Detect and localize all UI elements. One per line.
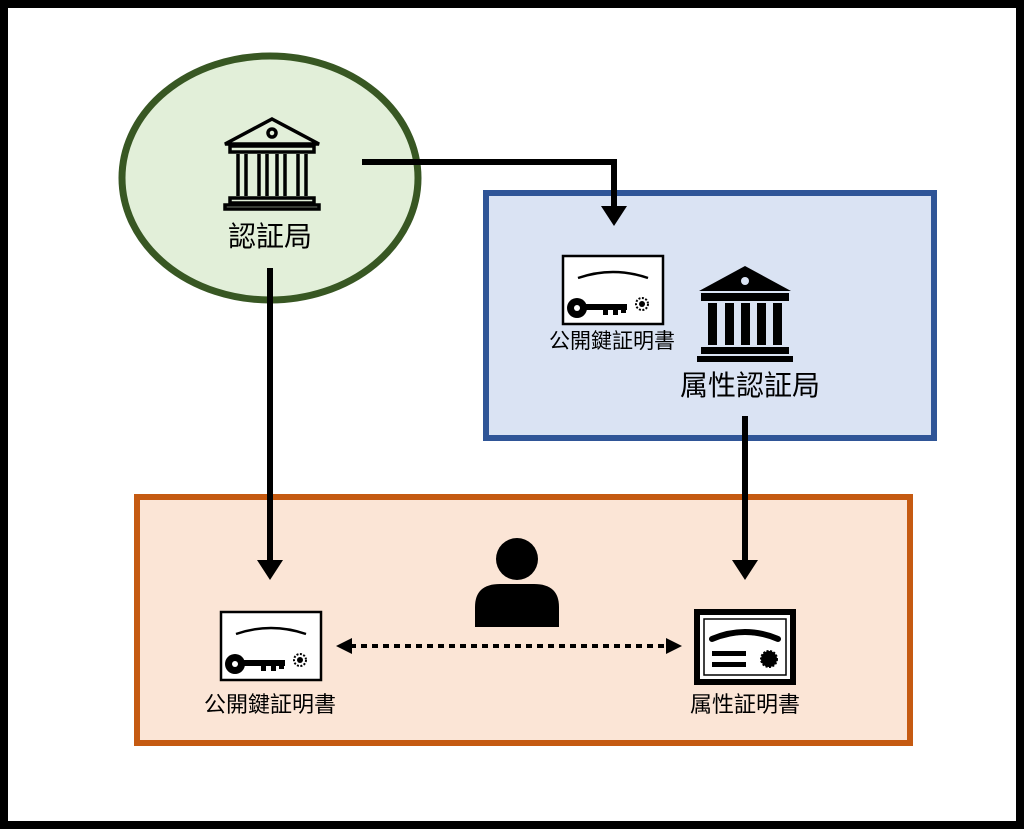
public-key-certificate-icon	[219, 610, 323, 682]
public-key-certificate-icon	[561, 254, 665, 326]
ca-to-aa-arrow	[362, 159, 627, 226]
person-icon	[475, 538, 559, 627]
certificate-authority-label: 認証局	[227, 220, 313, 253]
bank-building-icon	[223, 117, 321, 211]
bank-building-icon	[697, 266, 793, 362]
user-public-key-certificate-label: 公開鍵証明書	[203, 693, 337, 718]
attribute-authority-label: 属性認証局	[679, 369, 821, 402]
attribute-certificate-icon	[694, 609, 796, 685]
certificate-authority-ellipse	[118, 52, 422, 304]
aa-to-user-arrow	[732, 416, 758, 580]
aa-public-key-certificate-label: 公開鍵証明書	[549, 329, 675, 353]
ca-to-user-arrow	[257, 268, 283, 580]
certificate-link-arrow	[336, 638, 682, 654]
attribute-certificate-label: 属性証明書	[689, 693, 801, 718]
